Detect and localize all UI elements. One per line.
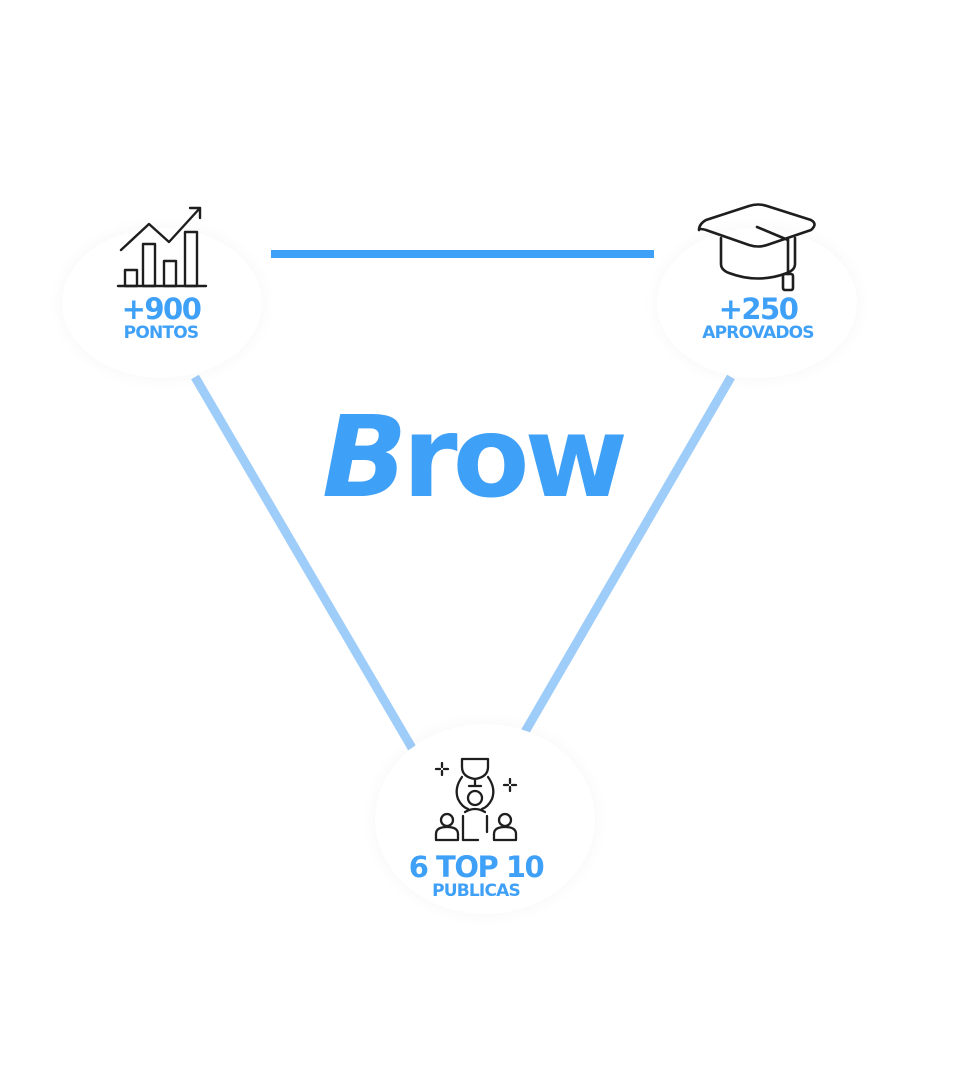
graduation-cap-icon	[697, 203, 816, 292]
connector-left	[191, 374, 416, 751]
trophy-winner-icon	[434, 757, 518, 842]
stat-publicas-value: 6 TOP 10	[408, 850, 545, 884]
brand-logo: Brow	[322, 402, 628, 514]
connector-right	[518, 374, 735, 740]
node-pontos	[62, 228, 262, 378]
node-aprovados	[657, 228, 857, 378]
brand-logo-rest: row	[402, 393, 628, 523]
growth-chart-icon	[116, 206, 208, 288]
stat-aprovados: +250 APROVADOS	[664, 295, 852, 342]
stat-aprovados-label: APROVADOS	[702, 323, 814, 343]
stat-publicas-label: PUBLICAS	[432, 881, 521, 901]
stat-pontos: +900 PONTOS	[81, 295, 241, 342]
stat-pontos-value: +900	[121, 292, 202, 326]
stat-pontos-label: PONTOS	[123, 323, 199, 343]
stat-aprovados-value: +250	[718, 292, 799, 326]
stat-publicas: 6 TOP 10 PUBLICAS	[386, 853, 566, 900]
node-publicas	[375, 724, 595, 914]
brand-logo-initial: B	[322, 393, 407, 523]
